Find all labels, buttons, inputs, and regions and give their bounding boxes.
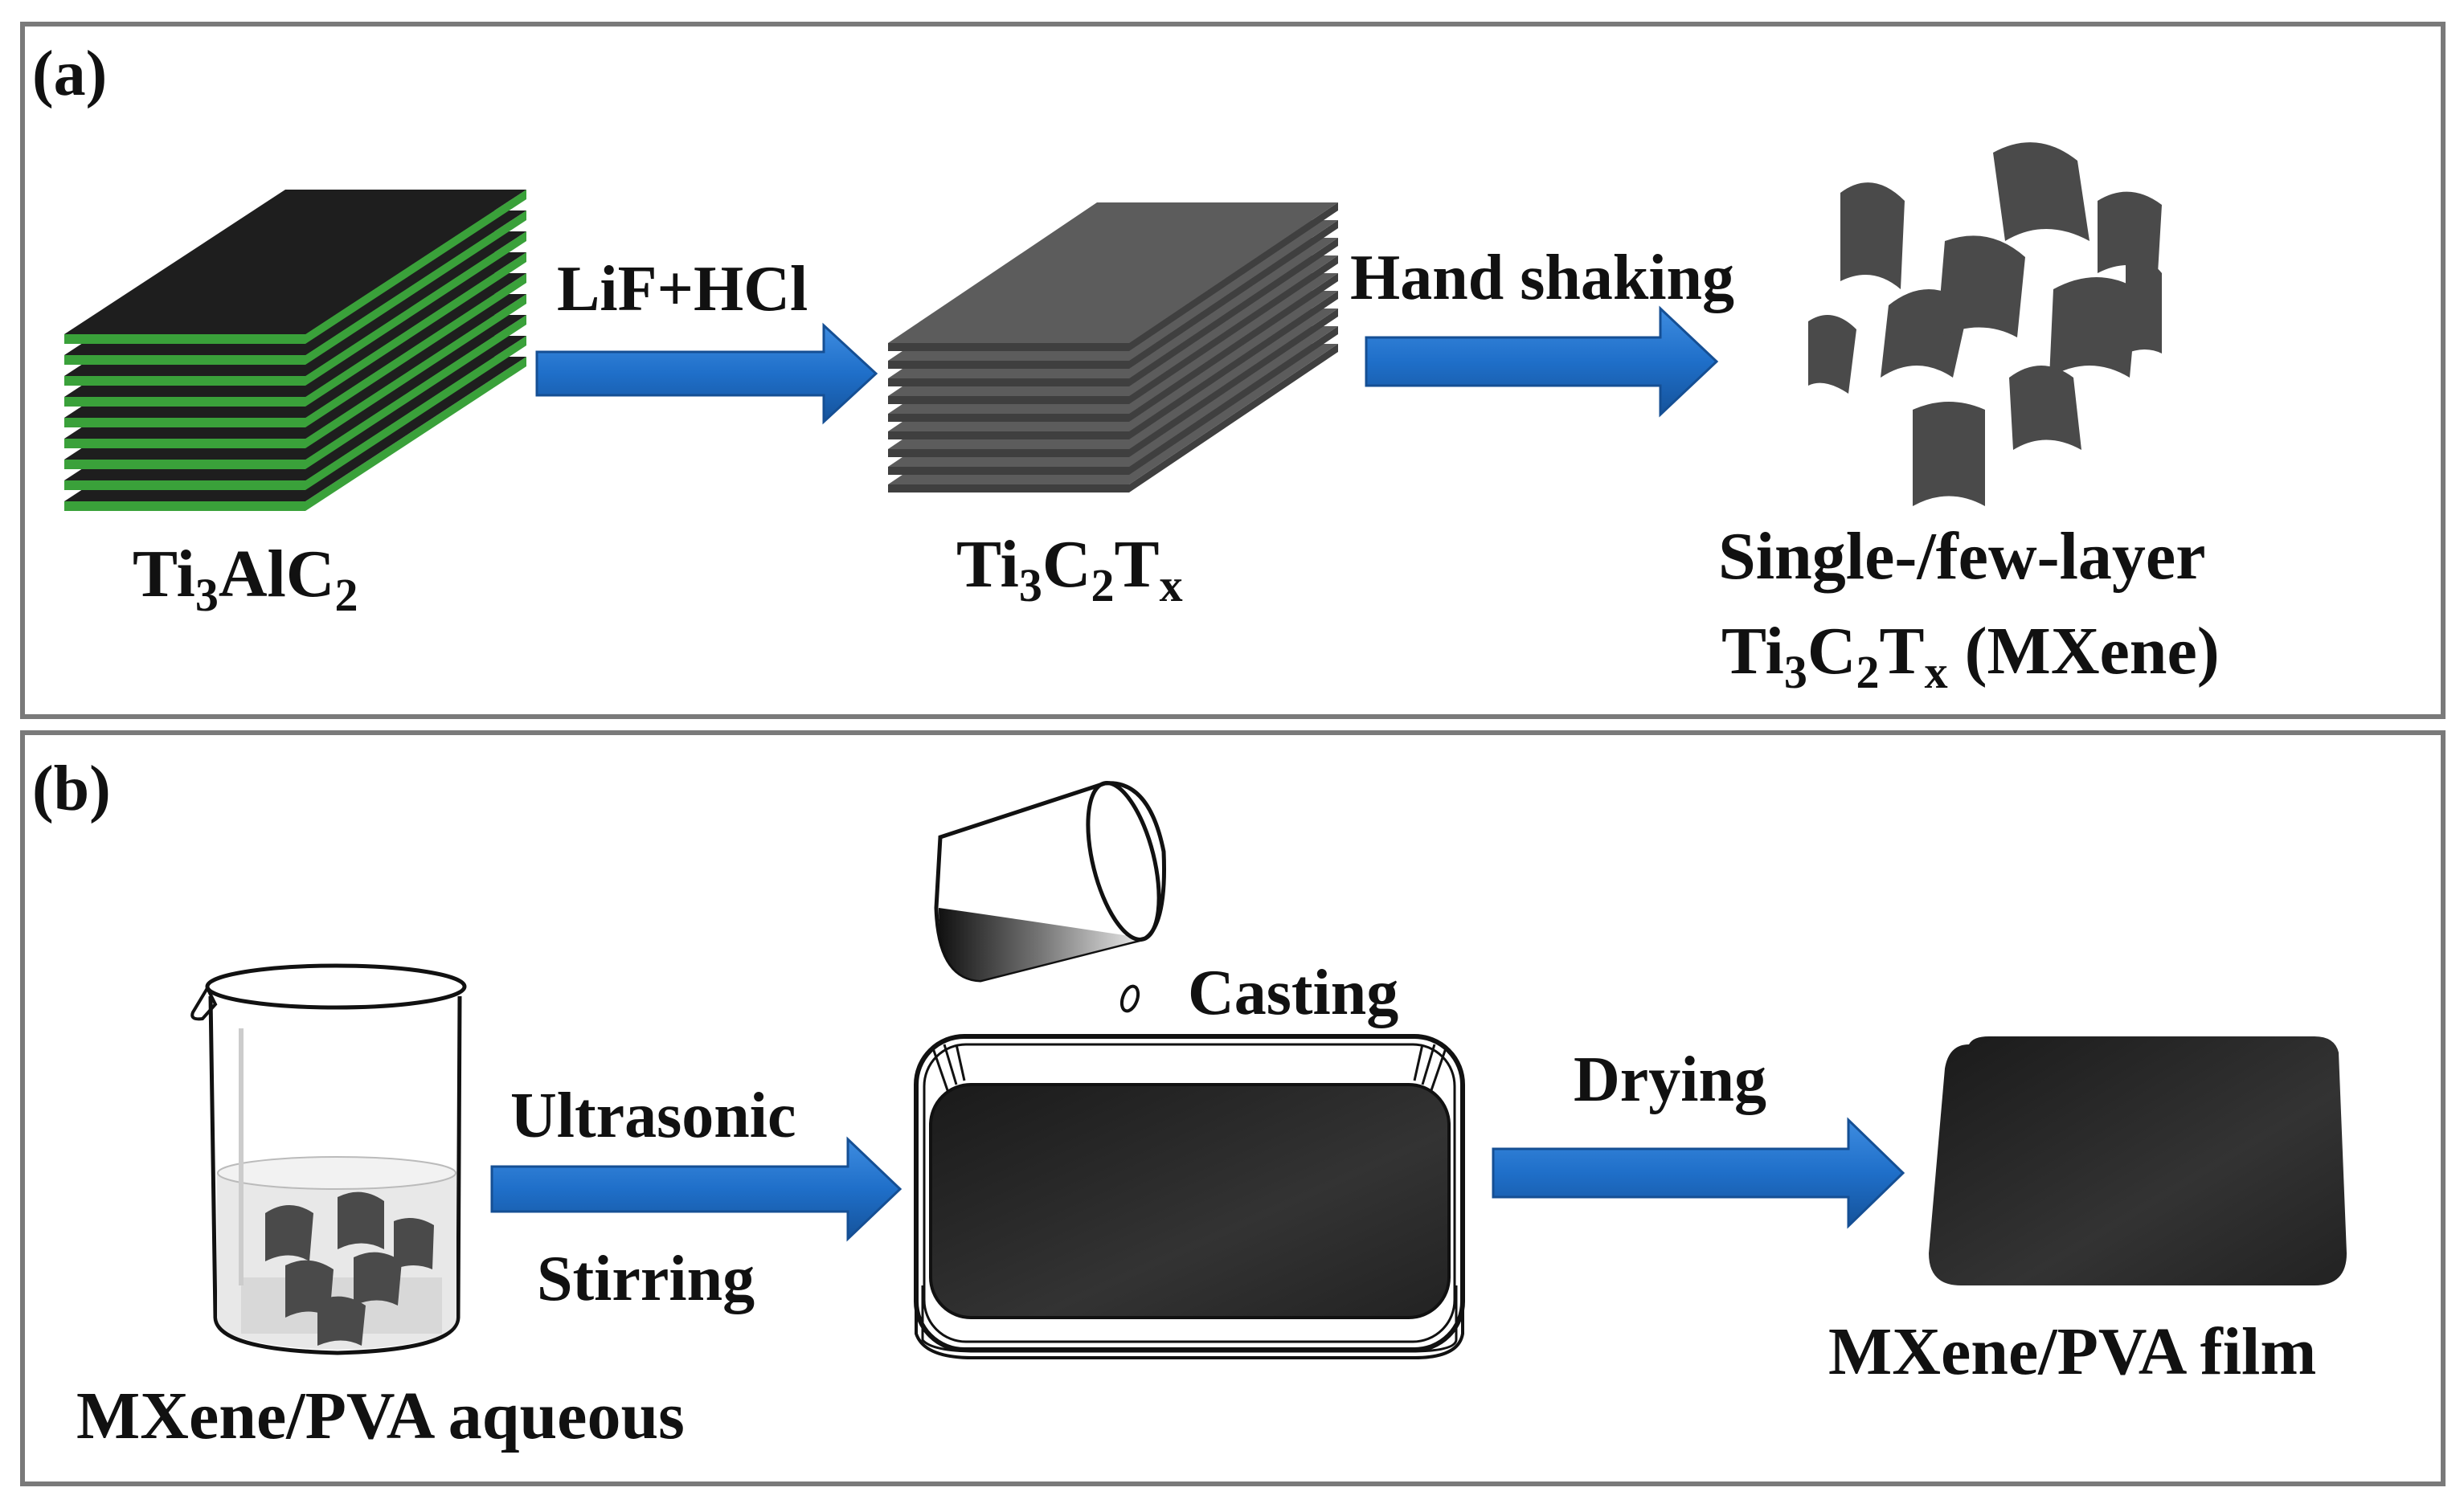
etching-arrow-icon xyxy=(535,322,878,425)
casting-label: Casting xyxy=(1188,958,1398,1028)
film-caption: MXene/PVA film xyxy=(1828,1314,2316,1389)
drying-arrow-icon xyxy=(1492,1117,1905,1229)
max-phase-formula: Ti3AlC2 xyxy=(133,537,358,621)
layer-sheet xyxy=(64,190,526,334)
product-line-2: Ti3C2Tx (MXene) xyxy=(1721,614,2220,698)
beaker-caption: MXene/PVA aqueous xyxy=(76,1379,685,1453)
mixing-label-bottom: Stirring xyxy=(537,1244,755,1314)
max-phase-stack-icon xyxy=(64,190,526,511)
panel-a-frame xyxy=(20,22,2446,719)
panel-b-frame xyxy=(20,730,2446,1486)
multilayer-mxene-stack-icon xyxy=(888,202,1338,492)
panel-b-label: (b) xyxy=(32,754,111,824)
layer-sheet xyxy=(888,202,1338,343)
delamination-label: Hand shaking xyxy=(1350,243,1734,313)
mixing-arrow-icon xyxy=(490,1136,903,1242)
mixing-label-top: Ultrasonic xyxy=(510,1081,796,1151)
delaminated-flakes-icon xyxy=(1808,142,2162,506)
pouring-cup-icon xyxy=(934,781,1166,1013)
drying-label: Drying xyxy=(1574,1044,1766,1115)
panel-a-label: (a) xyxy=(32,39,107,109)
casting-dish-icon xyxy=(914,1034,1465,1359)
product-line-1: Single-/few-layer xyxy=(1718,519,2206,594)
etching-label: LiF+HCl xyxy=(557,254,808,325)
beaker-icon xyxy=(190,963,467,1355)
etched-mxene-formula: Ti3C2Tx xyxy=(956,527,1183,611)
mxene-pva-film-icon xyxy=(1929,1036,2347,1285)
delamination-arrow-icon xyxy=(1365,305,1719,418)
